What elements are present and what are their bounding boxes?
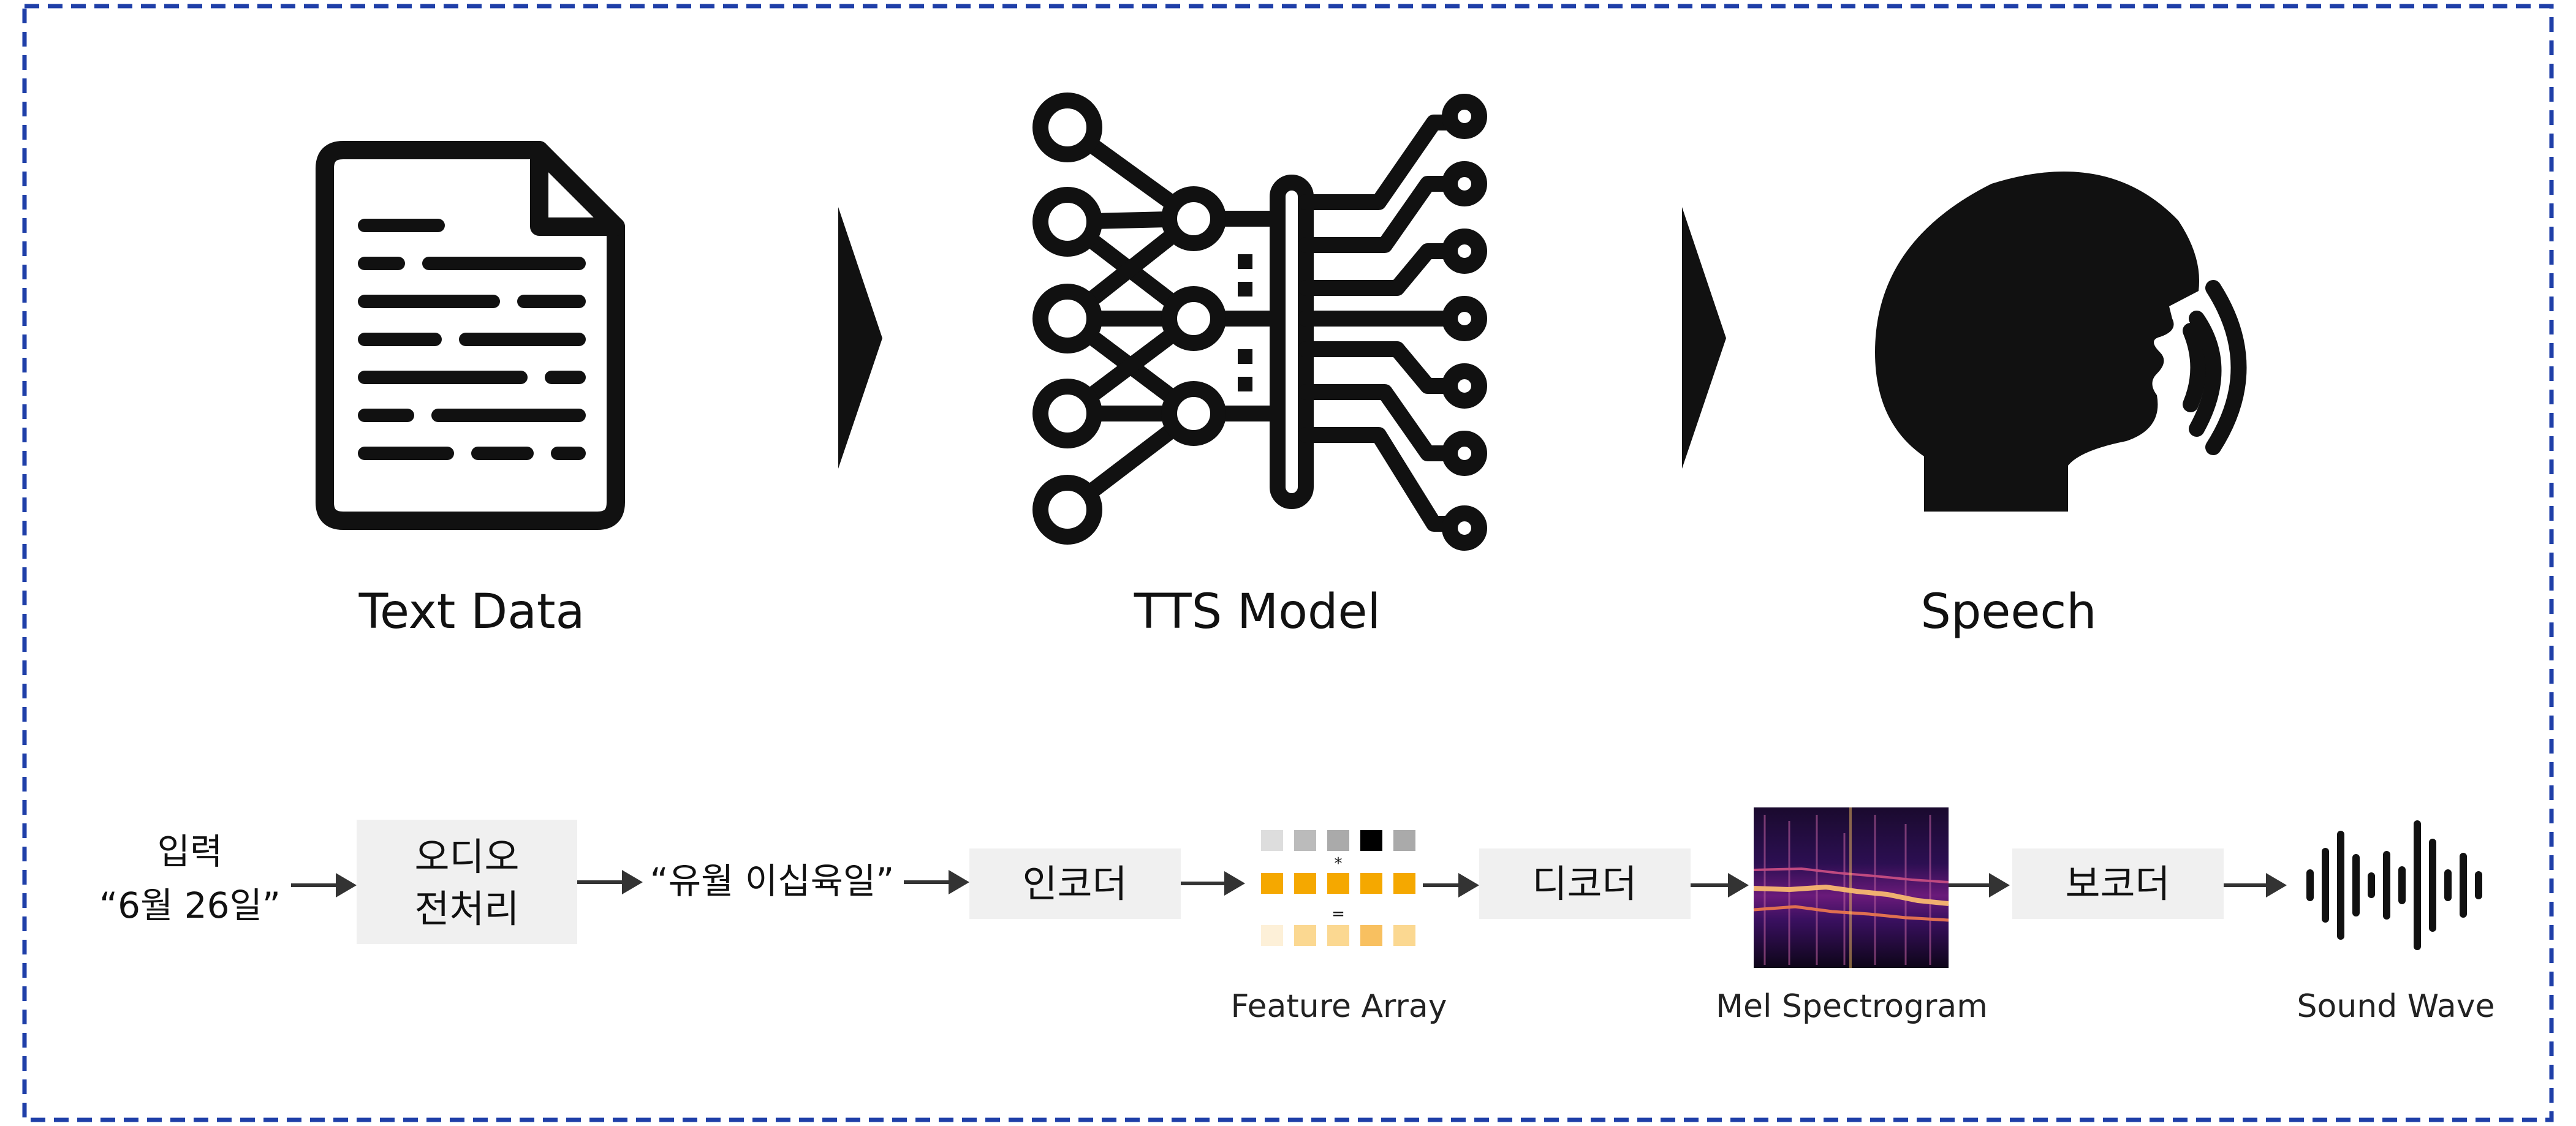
input-label: 입력 — [157, 831, 223, 872]
feature-op-multiply: * — [1335, 855, 1343, 873]
speaking-head-icon — [1875, 172, 2247, 512]
arrow-connector — [577, 870, 643, 894]
input-value: “6월 26일” — [99, 885, 281, 926]
feature-op-equals: = — [1332, 905, 1345, 923]
dots-icon — [1238, 254, 1252, 391]
text-data-label: Text Data — [358, 584, 585, 640]
arrow-connector — [2224, 873, 2287, 897]
arrow-connector — [904, 870, 969, 894]
sound-wave-icon — [2306, 820, 2482, 950]
arrow-connector — [1181, 871, 1245, 896]
sound-wave-caption: Sound Wave — [2297, 988, 2495, 1025]
arrow-right-icon — [1682, 207, 1726, 469]
encoder-box — [969, 848, 1181, 919]
dashed-border — [22, 4, 2554, 1122]
feature-array-image — [1261, 830, 1415, 946]
normalized-text: “유월 이십육일” — [650, 860, 895, 902]
document-icon — [316, 141, 625, 530]
vocoder-box — [2012, 848, 2224, 919]
feature-array-caption: Feature Array — [1230, 988, 1447, 1025]
decoder-label: 디코더 — [1532, 861, 1637, 906]
mel-spectrogram-image — [1753, 807, 1949, 968]
vocoder-label: 보코더 — [2065, 861, 2170, 906]
neural-network-icon — [1032, 93, 1487, 551]
tts-model-label: TTS Model — [1134, 584, 1381, 640]
arrow-connector — [291, 873, 357, 897]
preprocess-line2: 전처리 — [414, 886, 519, 931]
mel-spectrogram-caption: Mel Spectrogram — [1716, 988, 1988, 1025]
arrow-right-icon — [838, 207, 882, 469]
arrow-connector — [1423, 873, 1479, 897]
preprocess-line1: 오디오 — [414, 834, 519, 879]
preprocess-box — [357, 820, 577, 944]
speech-label: Speech — [1920, 584, 2096, 640]
encoder-label: 인코더 — [1022, 861, 1127, 906]
decoder-box — [1479, 848, 1691, 919]
arrow-connector — [1949, 873, 2010, 897]
arrow-connector — [1691, 873, 1749, 897]
